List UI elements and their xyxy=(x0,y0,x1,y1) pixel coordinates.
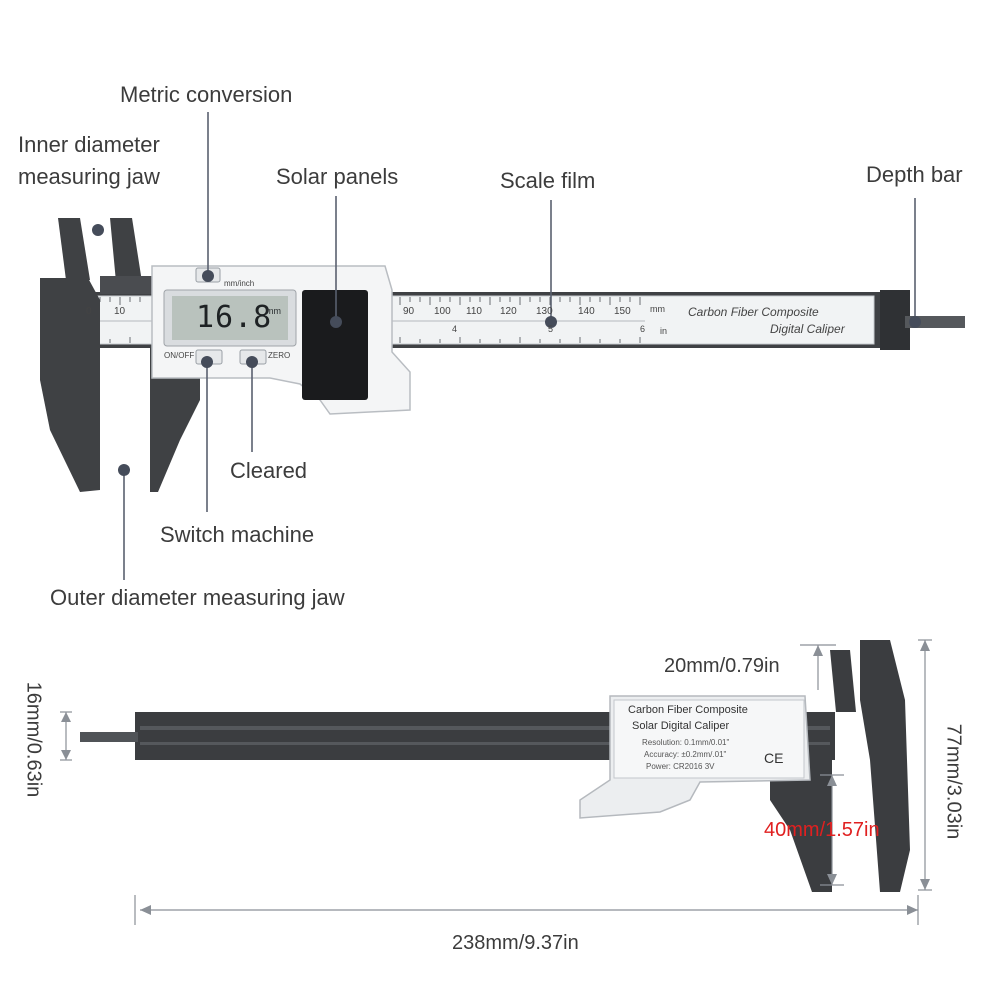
back-line-1: Carbon Fiber Composite xyxy=(628,704,748,716)
scale-number: 10 xyxy=(114,306,126,317)
brand-line-1: Carbon Fiber Composite xyxy=(688,305,819,319)
lcd-screen xyxy=(172,296,288,340)
scale-number: 0 xyxy=(86,306,92,317)
pointers xyxy=(123,112,916,580)
label-metric-conversion: Metric conversion xyxy=(120,82,293,107)
label-outer-jaw: Outer diameter measuring jaw xyxy=(50,585,345,610)
bottom-beam-shade xyxy=(140,726,830,730)
sliding-inner-jaw xyxy=(110,218,142,282)
inch-mark: 5 xyxy=(548,324,554,334)
bottom-depth-rod xyxy=(80,732,138,742)
dim-length: 238mm/9.37in xyxy=(452,932,579,954)
onoff-button-label: ON/OFF xyxy=(164,351,195,360)
label-inner-jaw-2: measuring jaw xyxy=(18,164,160,189)
label-inner-jaw-1: Inner diameter xyxy=(18,132,160,157)
label-cleared: Cleared xyxy=(230,458,308,483)
dimension-arrows xyxy=(61,640,930,915)
back-accuracy: Accuracy: ±0.2mm/.01" xyxy=(644,750,727,759)
label-scale-film: Scale film xyxy=(500,168,596,193)
unit-mm: mm xyxy=(650,304,665,314)
bottom-sliding-outer-jaw xyxy=(770,760,832,892)
bottom-fixed-jaw xyxy=(860,640,910,892)
label-solar-panels: Solar panels xyxy=(276,164,399,189)
scale-number: 140 xyxy=(578,306,595,317)
fixed-outer-jaw xyxy=(40,278,100,492)
dimension-lines xyxy=(60,639,932,925)
jaw-bridge xyxy=(100,276,152,294)
bottom-sliding-jaw xyxy=(830,650,856,712)
inch-mark: 4 xyxy=(452,324,458,334)
zero-button-label: ZERO xyxy=(268,351,291,360)
dim-bar-height: 16mm/0.63in xyxy=(22,681,45,798)
mode-button-label: mm/inch xyxy=(224,279,255,288)
back-label-plate xyxy=(613,699,805,779)
scale-number: 120 xyxy=(500,306,517,317)
pointer-dots xyxy=(92,224,921,476)
dim-jaw-depth: 40mm/1.57in xyxy=(764,819,880,841)
label-switch-machine: Switch machine xyxy=(160,522,315,547)
scale-number: 90 xyxy=(403,306,415,317)
solar-panel xyxy=(302,290,368,400)
back-line-2: Solar Digital Caliper xyxy=(632,720,730,732)
unit-in: in xyxy=(660,326,668,336)
lcd-unit: mm xyxy=(266,306,281,316)
brand-line-2: Digital Caliper xyxy=(770,322,845,336)
back-resolution: Resolution: 0.1mm/0.01" xyxy=(642,738,730,747)
scale-number: 110 xyxy=(466,306,482,317)
dim-height: 77mm/3.03in xyxy=(942,723,965,840)
lcd-value: 16.8 xyxy=(196,300,273,335)
inch-mark: 6 xyxy=(640,324,646,334)
bottom-beam-shade2 xyxy=(140,742,830,745)
label-depth-bar: Depth bar xyxy=(866,162,963,187)
scale-number: 150 xyxy=(614,306,631,317)
scale-number: 130 xyxy=(536,306,553,317)
dim-jaw-width: 20mm/0.79in xyxy=(664,655,780,677)
ce-mark: CE xyxy=(764,750,784,766)
sliding-outer-jaw xyxy=(150,348,200,492)
scale-number: 100 xyxy=(434,306,451,317)
fixed-inner-jaw xyxy=(58,218,90,280)
back-power: Power: CR2016 3V xyxy=(646,762,715,771)
